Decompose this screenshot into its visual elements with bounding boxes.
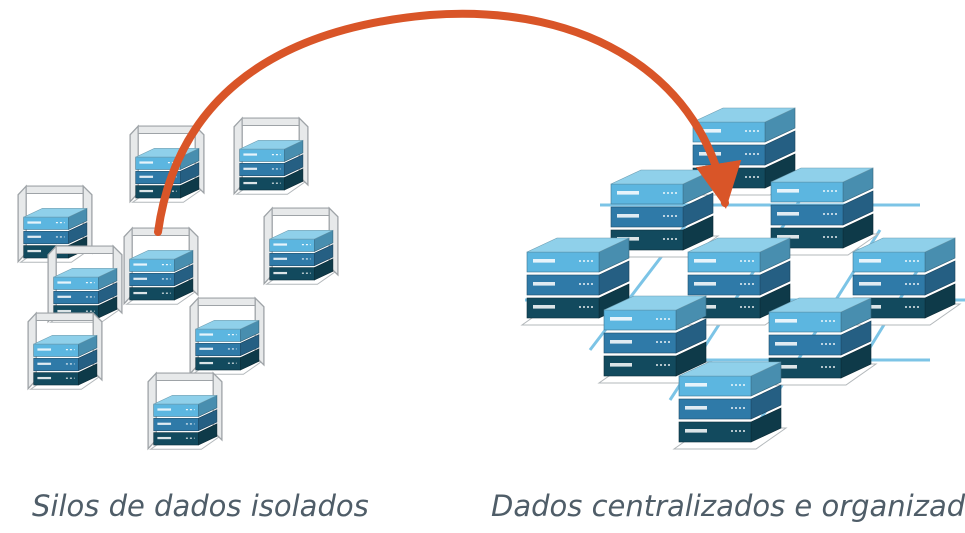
- isolated-silos-caption: Silos de dados isolados: [32, 489, 369, 523]
- isolated-silos-group: [17, 116, 339, 451]
- silo-panels: [129, 124, 205, 204]
- silo-panels: [233, 116, 309, 196]
- server-stack-icon: [681, 237, 797, 326]
- silo-panels: [189, 296, 265, 376]
- centralized-cluster-group: [520, 107, 962, 450]
- server-stack-icon: [233, 116, 309, 196]
- server-stack-icon: [520, 237, 636, 326]
- server-stack-icon: [47, 244, 123, 324]
- server-stack-icon: [597, 295, 713, 384]
- server-stack-icon: [123, 226, 199, 306]
- server-stack-icon: [147, 371, 223, 451]
- centralized-data-caption: Dados centralizados e organizados: [491, 489, 965, 523]
- server-stack-icon: [764, 167, 880, 256]
- server-stack-icon: [672, 361, 788, 450]
- server-stack-icon: [129, 124, 205, 204]
- server-stack-icon: [762, 297, 878, 386]
- curved-arrow-icon: [154, 9, 742, 236]
- server-stack-icon: [27, 311, 103, 391]
- server-stack-icon: [263, 206, 339, 286]
- server-stack-icon: [189, 296, 265, 376]
